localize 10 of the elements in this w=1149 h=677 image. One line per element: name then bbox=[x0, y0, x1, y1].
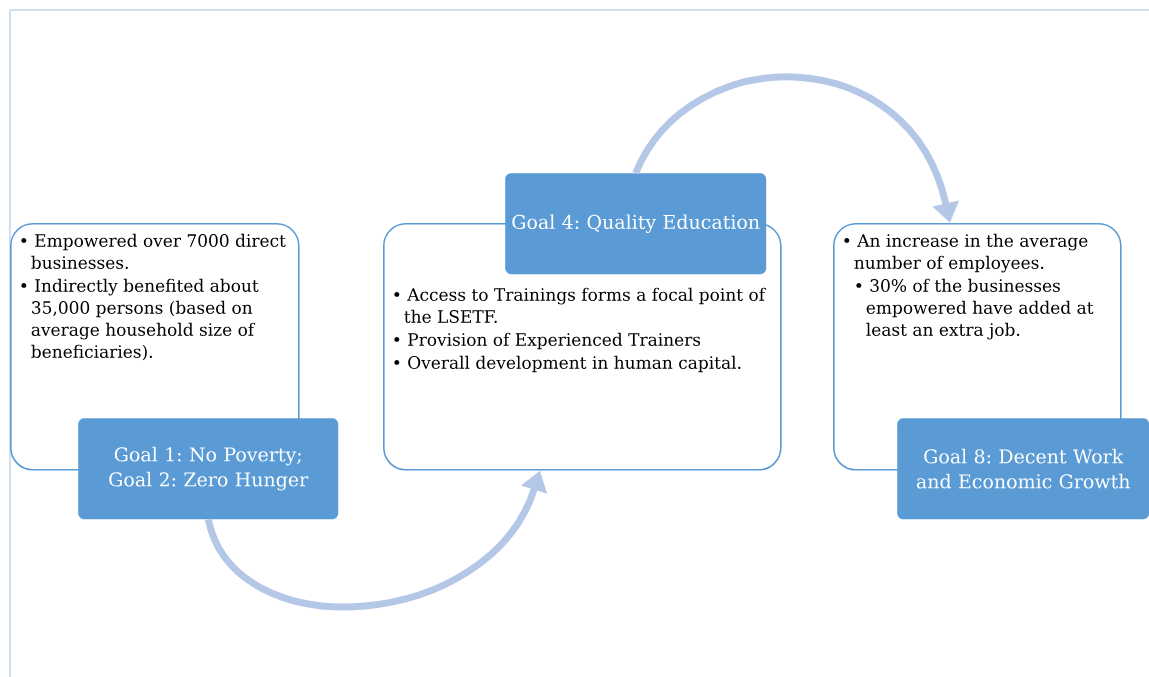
bullet-point: • Overall development in human capital. bbox=[394, 355, 741, 373]
bullet-point: • Empowered over 7000 direct businesses. bbox=[21, 233, 286, 269]
goal-box: Goal 1: No Poverty; Goal 2: Zero Hunger bbox=[78, 418, 339, 520]
goal-box: Goal 4: Quality Education bbox=[505, 173, 767, 275]
bullet-point: • Indirectly benefited about 35,000 persons (based on average household size of beneficiaries). bbox=[21, 278, 259, 361]
bullet-point: • 30% of the businesses empowered have added at least an extra job. bbox=[856, 278, 1094, 340]
bullet-point: • An increase in the average number of employees. bbox=[844, 233, 1088, 273]
bullet-point: • Provision of Experienced Trainers bbox=[394, 332, 701, 350]
bullet-point: • Access to Trainings forms a focal point of the LSETF. bbox=[394, 287, 766, 323]
goal-box: Goal 8: Decent Work and Economic Growth bbox=[897, 418, 1149, 520]
